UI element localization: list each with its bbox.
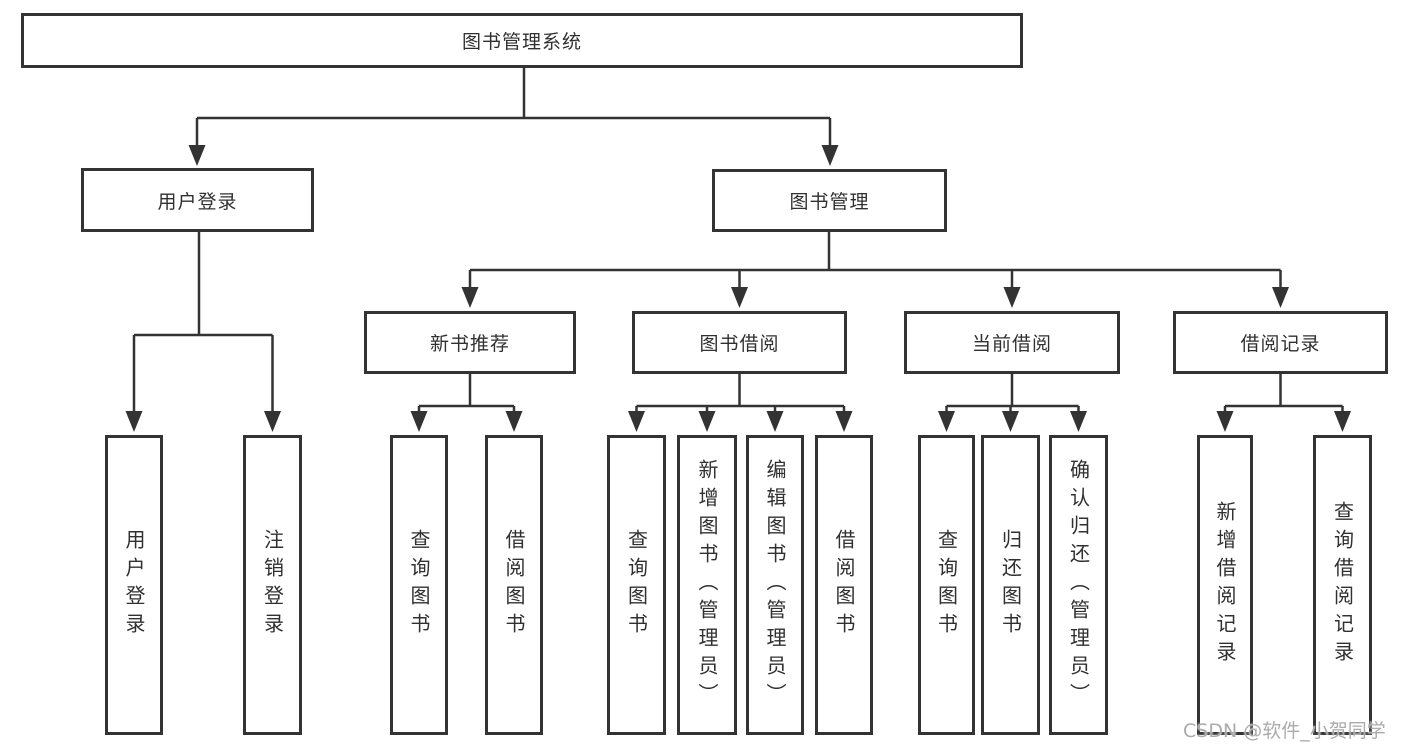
connector-newbook-to-leaves	[417, 374, 516, 414]
node-label: 查询图书	[934, 529, 959, 641]
node-book-management: 图书管理	[712, 169, 947, 232]
node-label: 图书借阅	[699, 333, 780, 355]
arrow-down-icon	[125, 411, 143, 432]
node-label: 编辑图书（管理员）	[763, 459, 787, 711]
node-label: 查询图书	[624, 529, 649, 641]
node-label: 借阅图书	[502, 529, 526, 641]
node-leaf-borrow-books-1: 借阅图书	[485, 435, 543, 735]
node-label: 归还图书	[998, 529, 1023, 641]
node-leaf-query-books-3: 查询图书	[918, 435, 975, 735]
arrow-down-icon	[264, 411, 281, 432]
arrow-down-icon	[1003, 287, 1021, 308]
node-label: 借阅图书	[832, 529, 856, 641]
connector-current-to-leaves	[945, 374, 1080, 414]
node-leaf-query-borrow-record: 查询借阅记录	[1313, 435, 1372, 735]
node-new-book-recommendation: 新书推荐	[364, 311, 576, 374]
node-label: 借阅记录	[1240, 333, 1321, 355]
node-leaf-query-books-2: 查询图书	[607, 435, 666, 735]
arrow-down-icon	[821, 145, 839, 166]
node-label: 图书管理系统	[461, 31, 582, 53]
node-label: 新增图书（管理员）	[695, 459, 719, 711]
arrow-down-icon	[766, 411, 784, 432]
node-book-borrowing: 图书借阅	[632, 311, 847, 374]
node-leaf-logout: 注销登录	[243, 435, 302, 735]
node-label: 新书推荐	[429, 333, 510, 355]
connector-bookmgmt-to-level3	[468, 232, 1282, 290]
csdn-watermark: CSDN @软件_小贺同学	[1183, 720, 1386, 742]
arrowhead-markers	[125, 145, 1351, 432]
node-leaf-query-books-1: 查询图书	[390, 435, 448, 735]
node-leaf-edit-book-admin: 编辑图书（管理员）	[746, 435, 804, 735]
arrow-down-icon	[628, 411, 645, 432]
node-current-borrowing: 当前借阅	[904, 311, 1120, 374]
arrow-down-icon	[1272, 287, 1289, 308]
arrow-down-icon	[461, 287, 479, 308]
node-label: 图书管理	[789, 191, 870, 213]
connector-root-to-level2	[195, 68, 832, 148]
arrow-down-icon	[1070, 411, 1087, 432]
node-label: 用户登录	[122, 529, 146, 641]
node-label: 查询借阅记录	[1330, 501, 1355, 669]
node-leaf-confirm-return-admin: 确认归还（管理员）	[1049, 435, 1108, 735]
node-label: 确认归还（管理员）	[1066, 459, 1091, 711]
node-library-management-system: 图书管理系统	[21, 13, 1023, 68]
node-borrowing-records: 借阅记录	[1173, 311, 1388, 374]
node-leaf-add-book-admin: 新增图书（管理员）	[677, 435, 737, 735]
arrow-down-icon	[188, 145, 206, 166]
node-leaf-add-borrow-record: 新增借阅记录	[1197, 435, 1253, 735]
node-user-login: 用户登录	[81, 168, 314, 232]
arrow-down-icon	[1334, 411, 1351, 432]
arrow-down-icon	[505, 411, 523, 432]
arrow-down-icon	[410, 411, 428, 432]
node-leaf-borrow-books-2: 借阅图书	[815, 435, 873, 735]
connector-userlogin-to-leaves	[132, 232, 274, 414]
node-label: 注销登录	[260, 529, 285, 641]
node-leaf-user-login: 用户登录	[105, 435, 163, 735]
arrow-down-icon	[1002, 411, 1019, 432]
arrow-down-icon	[1216, 411, 1234, 432]
node-label: 当前借阅	[971, 333, 1052, 355]
node-label: 用户登录	[157, 190, 238, 213]
connector-record-to-leaves	[1223, 374, 1344, 414]
connector-borrow-to-leaves	[635, 374, 846, 414]
arrow-down-icon	[835, 411, 853, 432]
node-label: 查询图书	[407, 529, 431, 641]
arrow-down-icon	[698, 411, 716, 432]
arrow-down-icon	[938, 411, 955, 432]
arrow-down-icon	[731, 287, 748, 308]
node-leaf-return-book: 归还图书	[981, 435, 1040, 735]
node-label: 新增借阅记录	[1213, 501, 1237, 669]
